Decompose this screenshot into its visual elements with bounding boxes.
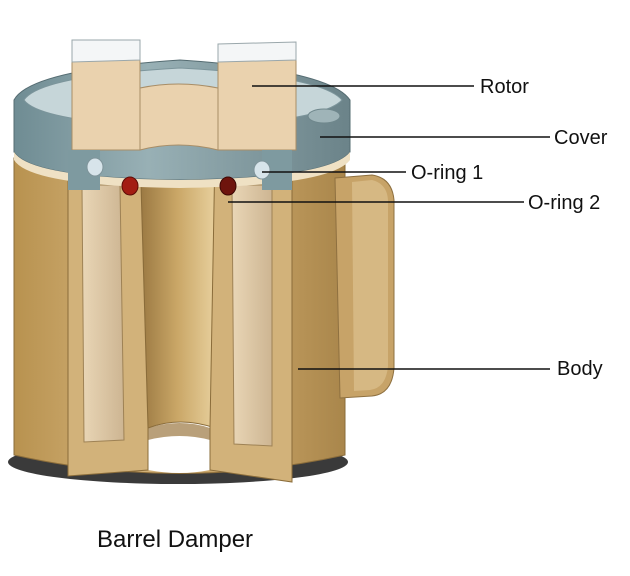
oring2-right bbox=[219, 176, 237, 196]
oring1-right bbox=[253, 160, 271, 180]
rotor-left-tab bbox=[71, 49, 141, 151]
label-rotor: Rotor bbox=[480, 76, 529, 98]
label-oring1: O-ring 1 bbox=[411, 162, 484, 184]
cover-hole bbox=[307, 108, 341, 124]
right-slot bbox=[231, 184, 273, 447]
left-slot bbox=[81, 184, 125, 443]
rotor-left-top bbox=[71, 39, 141, 63]
rotor-neck bbox=[139, 83, 219, 151]
oring2-left bbox=[121, 176, 139, 196]
rotor-right-tab bbox=[217, 55, 297, 151]
rotor-right-top bbox=[217, 41, 297, 63]
cover-cut-right bbox=[262, 150, 292, 190]
label-body: Body bbox=[557, 358, 603, 380]
inner-floor bbox=[148, 423, 210, 440]
label-cover: Cover bbox=[554, 127, 608, 149]
body-side-tab-face bbox=[352, 180, 388, 391]
label-oring2: O-ring 2 bbox=[528, 192, 601, 214]
oring1-left bbox=[86, 157, 104, 177]
figure-caption: Barrel Damper bbox=[97, 526, 254, 553]
